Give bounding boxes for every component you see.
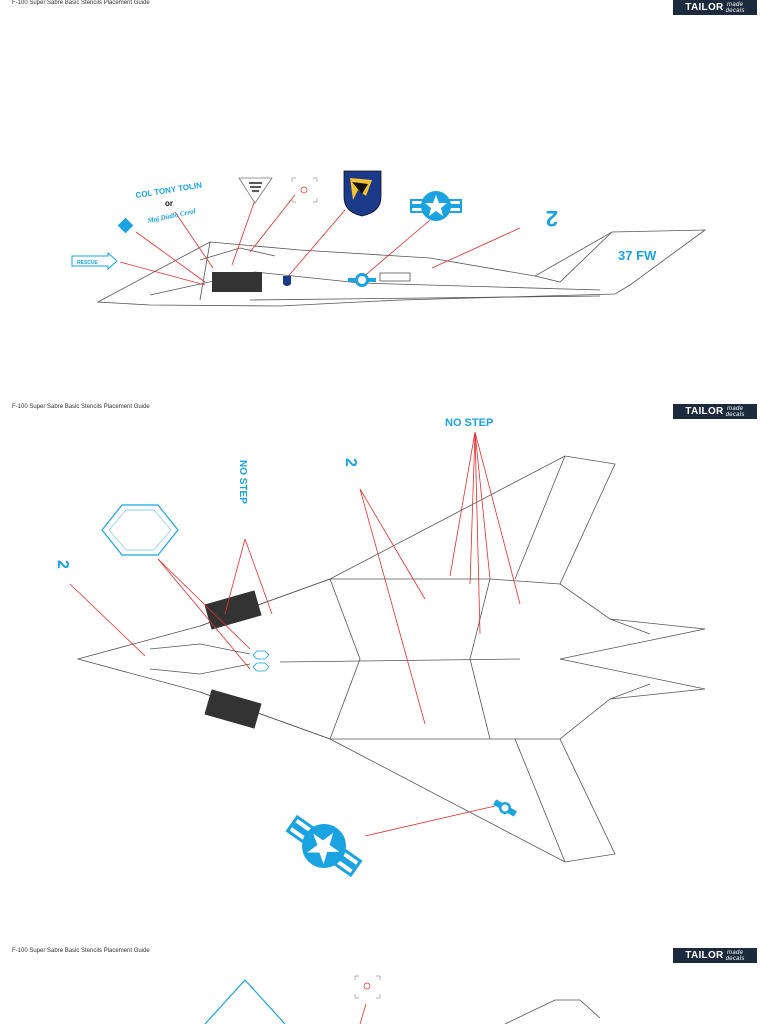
hexagon-stencil-icon [101, 504, 179, 556]
number-2-stencil-center: 2 [342, 458, 359, 467]
national-insignia-icon [410, 191, 462, 221]
national-insignia-large-icon [285, 814, 363, 878]
diamond-stencil-icon [204, 979, 286, 1024]
stencil-frame-icon [354, 975, 381, 999]
squadron-shield-icon [343, 170, 382, 217]
pilot-name: COL TONY TOLIN [135, 181, 203, 200]
side-view-drawing: RESCUE COL TONY TOLIN or Maj Diallo Crea… [71, 170, 707, 307]
fuselage-shield-icon [283, 276, 291, 286]
page-side-view: F-100 Super Sabre Basic Stencils Placeme… [0, 0, 768, 380]
aircraft-partial [504, 999, 601, 1024]
tail-text: 37 FW [618, 248, 657, 263]
triangle-badge-icon [238, 177, 273, 204]
no-step-vertical-label: NO STEP [237, 460, 248, 504]
leader-lines [119, 194, 521, 286]
rescue-label: RESCUE [77, 260, 99, 266]
alt-pilot-name: Maj Diallo Creal [146, 207, 197, 225]
leader-lines [69, 431, 521, 837]
rescue-arrow-icon [71, 251, 118, 271]
side-view-aircraft [96, 229, 707, 307]
page-title: F-100 Super Sabre Basic Stencils Placeme… [12, 948, 150, 954]
small-hex-icon [252, 650, 270, 660]
number-2-stencil: 2 [546, 206, 558, 231]
page-top-view: F-100 Super Sabre Basic Stencils Placeme… [0, 404, 768, 924]
wing-insignia-icon [493, 799, 517, 817]
small-hex-icon [252, 662, 270, 672]
no-step-label: NO STEP [445, 417, 493, 429]
partial-drawing [204, 975, 601, 1024]
stencil-frame-icon [291, 177, 318, 203]
number-2-stencil-left: 2 [54, 560, 71, 569]
or-label: or [165, 199, 173, 208]
top-view-drawing: NO STEP NO STEP 2 2 [54, 417, 706, 878]
top-view-aircraft [76, 455, 706, 863]
page-next-view: F-100 Super Sabre Basic Stencils Placeme… [0, 948, 768, 1024]
diamond-marker-icon [117, 217, 134, 234]
page-title: F-100 Super Sabre Basic Stencils Placeme… [12, 0, 150, 6]
page-title: F-100 Super Sabre Basic Stencils Placeme… [12, 404, 150, 410]
